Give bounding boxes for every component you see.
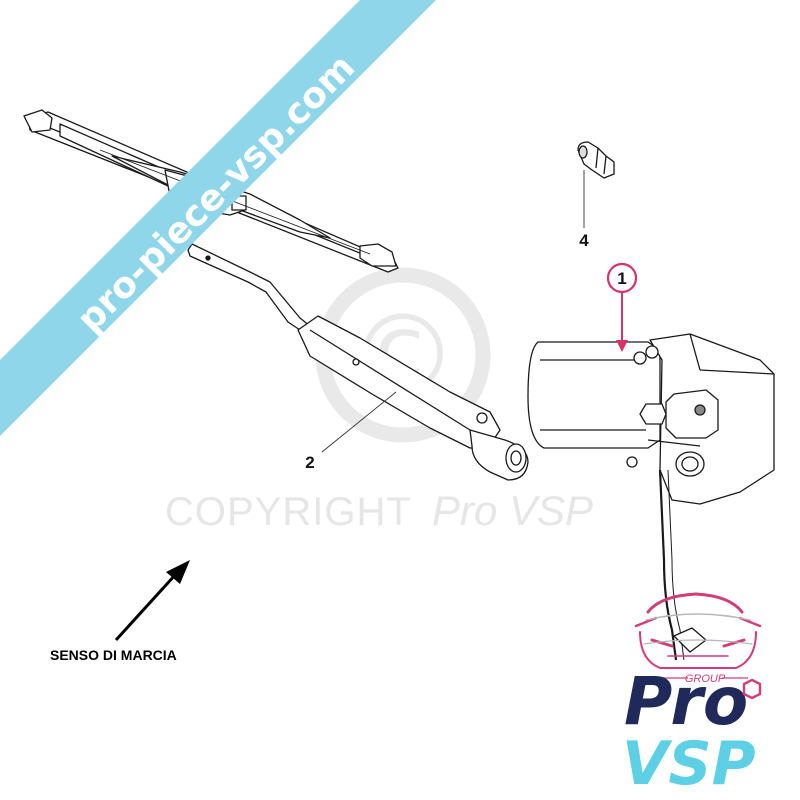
direction-label: SENSO DI MARCIA (50, 647, 177, 663)
mounting-nut (577, 141, 615, 179)
callout-4: 4 (579, 231, 589, 250)
banner-text: pro-piece-vsp.com (69, 47, 363, 341)
callout-1: 1 (617, 269, 626, 288)
callout-2: 2 (305, 453, 314, 472)
copyright-text: COPYRIGHT (165, 490, 412, 534)
logo-group-text: GROUP (685, 673, 726, 685)
logo-vsp-text: VSP (622, 729, 756, 799)
callout-1-highlight (606, 262, 638, 352)
wiper-motor (527, 333, 775, 661)
direction-arrow-icon (114, 560, 190, 642)
car-outline-icon (634, 592, 762, 669)
hexagon-icon (742, 678, 762, 700)
brand-logo: GROUP Pro VSP (622, 592, 762, 799)
logo-pro-text: Pro (624, 663, 748, 740)
copyright-brand: Pro VSP (432, 487, 593, 534)
wiper-arm (187, 243, 529, 481)
